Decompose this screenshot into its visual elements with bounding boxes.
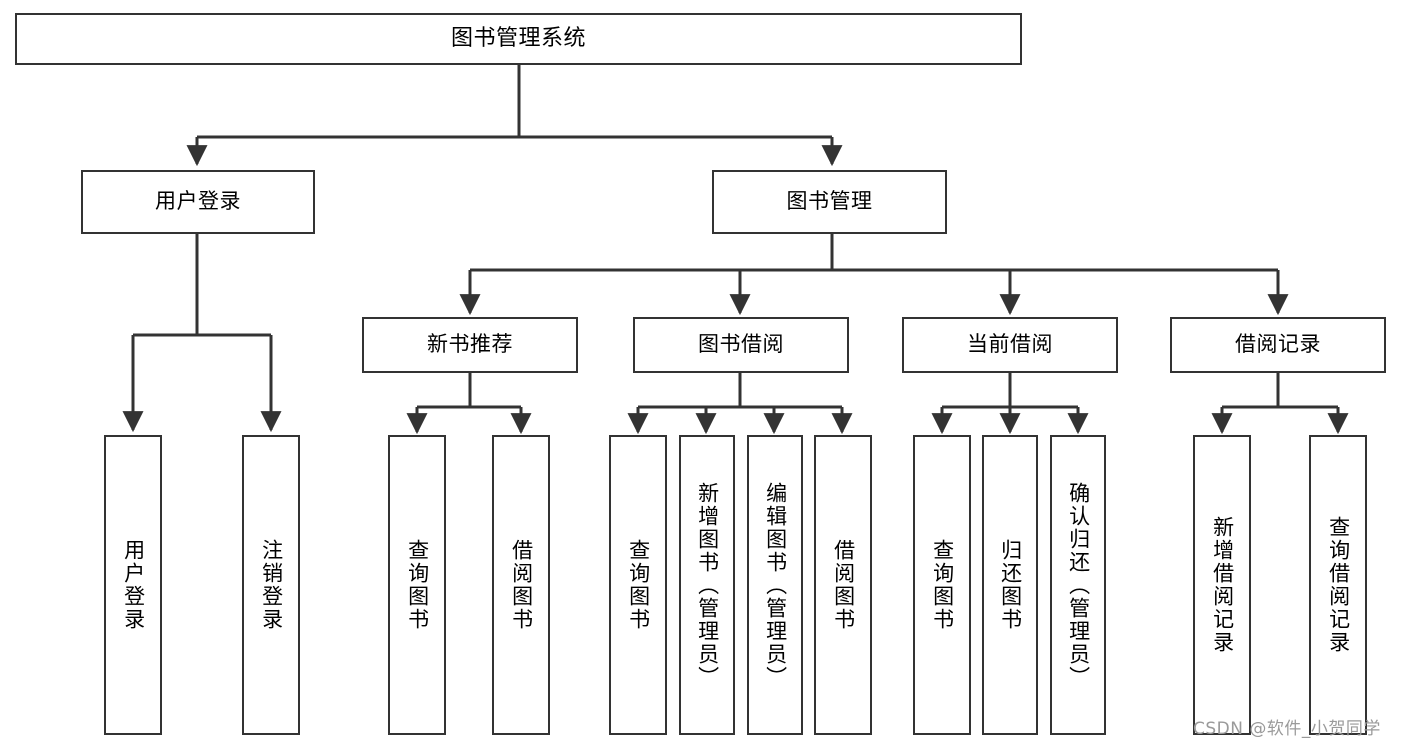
- node-leaf-query-book-2[interactable]: 查询图书: [609, 435, 667, 735]
- node-leaf-borrow-book-1[interactable]: 借阅图书: [492, 435, 550, 735]
- node-leaf-add-book-label: 新增图书（管理员）: [695, 481, 720, 689]
- node-leaf-borrow-book-2-label: 借阅图书: [831, 539, 856, 631]
- node-leaf-add-record[interactable]: 新增借阅记录: [1193, 435, 1251, 735]
- node-leaf-return-book[interactable]: 归还图书: [982, 435, 1038, 735]
- node-user-login[interactable]: 用户登录: [81, 170, 315, 234]
- node-leaf-query-book-3-label: 查询图书: [930, 539, 955, 631]
- node-current-borrow[interactable]: 当前借阅: [902, 317, 1118, 373]
- node-new-book-recommend-label: 新书推荐: [427, 332, 513, 357]
- node-root[interactable]: 图书管理系统: [15, 13, 1022, 65]
- node-leaf-query-record[interactable]: 查询借阅记录: [1309, 435, 1367, 735]
- node-leaf-logout-login-label: 注销登录: [259, 539, 284, 631]
- node-user-login-label: 用户登录: [155, 189, 241, 214]
- node-leaf-query-record-label: 查询借阅记录: [1326, 516, 1351, 654]
- node-leaf-user-login[interactable]: 用户登录: [104, 435, 162, 735]
- csdn-watermark: CSDN @软件_小贺同学: [1193, 719, 1381, 739]
- node-leaf-confirm-return-label: 确认归还（管理员）: [1066, 481, 1091, 689]
- node-leaf-query-book-1[interactable]: 查询图书: [388, 435, 446, 735]
- node-leaf-query-book-1-label: 查询图书: [405, 539, 430, 631]
- node-current-borrow-label: 当前借阅: [967, 332, 1053, 357]
- node-leaf-query-book-3[interactable]: 查询图书: [913, 435, 971, 735]
- node-leaf-borrow-book-1-label: 借阅图书: [509, 539, 534, 631]
- node-leaf-add-book[interactable]: 新增图书（管理员）: [679, 435, 735, 735]
- node-leaf-edit-book[interactable]: 编辑图书（管理员）: [747, 435, 803, 735]
- node-book-borrow-label: 图书借阅: [698, 332, 784, 357]
- node-root-label: 图书管理系统: [450, 25, 586, 51]
- node-book-management-label: 图书管理: [786, 189, 873, 214]
- node-leaf-return-book-label: 归还图书: [998, 539, 1023, 631]
- node-book-management[interactable]: 图书管理: [712, 170, 947, 234]
- node-new-book-recommend[interactable]: 新书推荐: [362, 317, 578, 373]
- node-leaf-borrow-book-2[interactable]: 借阅图书: [814, 435, 872, 735]
- node-leaf-add-record-label: 新增借阅记录: [1210, 516, 1235, 654]
- node-borrow-record[interactable]: 借阅记录: [1170, 317, 1386, 373]
- node-leaf-query-book-2-label: 查询图书: [626, 539, 651, 631]
- node-leaf-user-login-label: 用户登录: [121, 539, 146, 631]
- node-leaf-edit-book-label: 编辑图书（管理员）: [763, 481, 788, 689]
- node-leaf-confirm-return[interactable]: 确认归还（管理员）: [1050, 435, 1106, 735]
- node-book-borrow[interactable]: 图书借阅: [633, 317, 849, 373]
- node-borrow-record-label: 借阅记录: [1235, 332, 1321, 357]
- node-leaf-logout-login[interactable]: 注销登录: [242, 435, 300, 735]
